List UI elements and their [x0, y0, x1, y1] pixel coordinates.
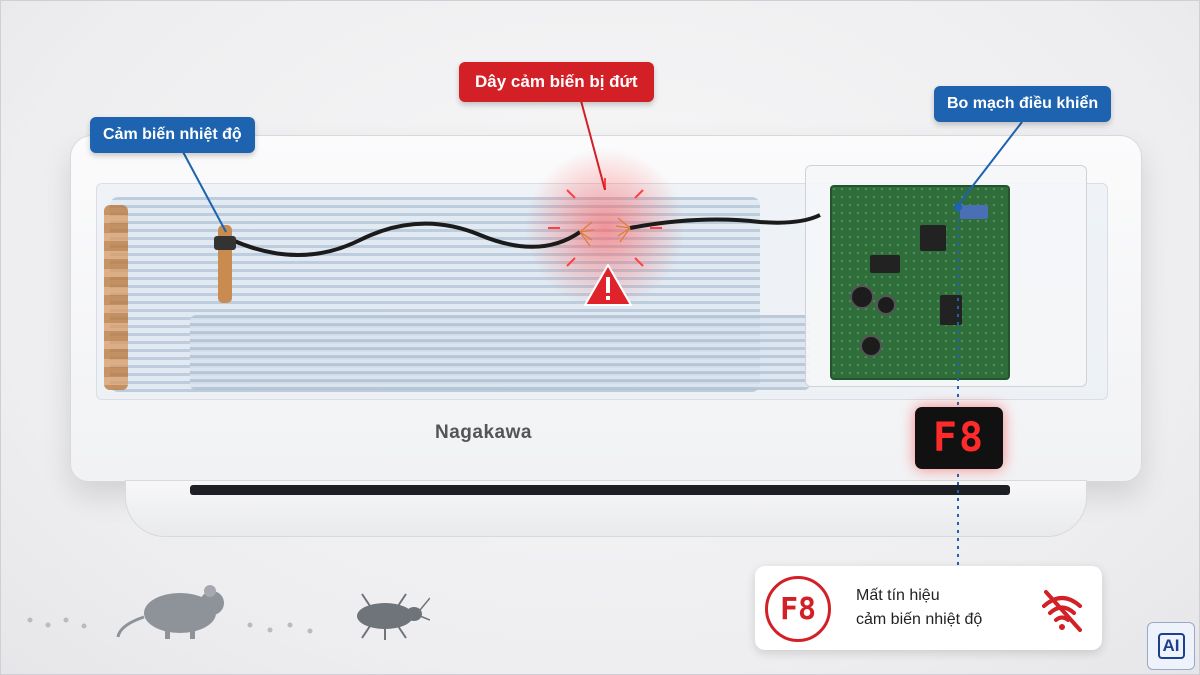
air-vent [190, 485, 1010, 495]
warning-icon [583, 262, 633, 308]
error-description-line1: Mất tín hiệu [856, 587, 940, 604]
break-leader-line [579, 96, 606, 191]
label-control-board: Bo mạch điều khiển [934, 86, 1112, 122]
board-leader-line [957, 121, 1023, 206]
mouse-icon [116, 585, 224, 639]
brand-logo: Nagakawa [435, 422, 532, 443]
evaporator-coil-lower [190, 315, 810, 390]
error-callout: F8 Mất tín hiệu cảm biến nhiệt độ [755, 566, 1102, 650]
copper-pipes [104, 205, 128, 390]
break-glow [525, 148, 685, 308]
ai-badge-text: AI [1157, 633, 1185, 659]
sensor-wire-right [629, 213, 821, 230]
ai-badge: AI [1147, 622, 1195, 670]
error-display: F8 [915, 407, 1003, 469]
sensor-leader-line [181, 149, 227, 233]
error-code-badge: F8 [765, 576, 831, 642]
cockroach-icon [357, 593, 430, 640]
error-description-line2: cảm biến nhiệt độ [856, 611, 983, 628]
label-broken-wire: Dây cảm biến bị đứt [459, 62, 654, 102]
circuit-board [830, 185, 1010, 380]
sensor-wire-left [231, 221, 582, 257]
temperature-sensor-probe [214, 225, 236, 303]
wifi-off-icon [1042, 590, 1082, 632]
error-description: Mất tín hiệu cảm biến nhiệt độ [856, 584, 982, 632]
label-temperature-sensor: Cảm biến nhiệt độ [90, 117, 255, 153]
frayed-wire-ends [579, 217, 631, 247]
